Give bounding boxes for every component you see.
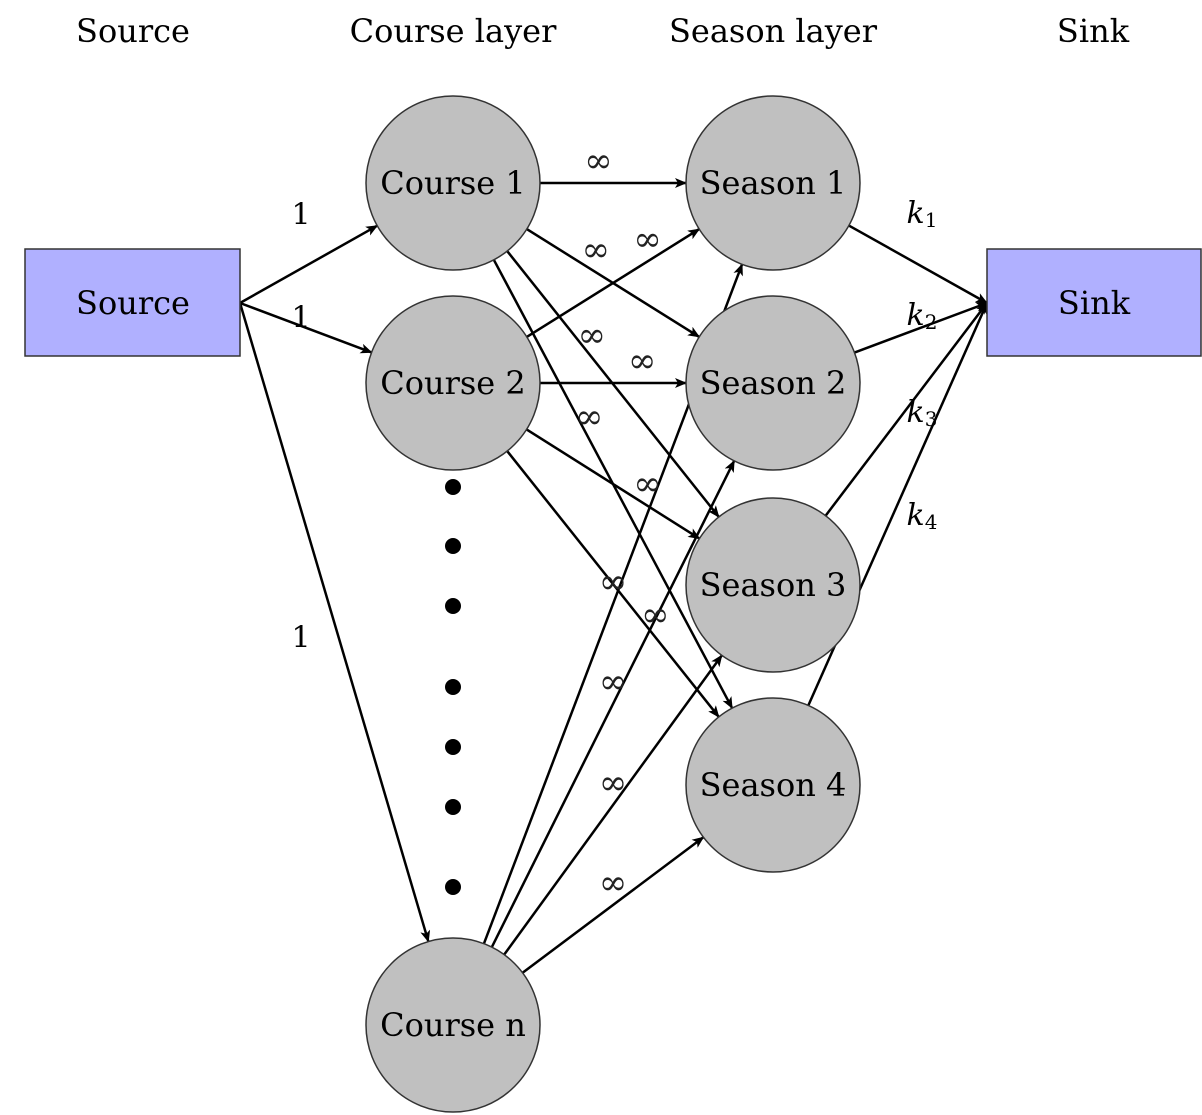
node-s2 — [685, 295, 861, 471]
source-node — [24, 248, 241, 357]
capacity-label-c2-s3: ∞ — [633, 464, 661, 504]
header-sink: Sink — [1056, 12, 1130, 50]
node-s4 — [685, 697, 861, 873]
capacity-label-c1-s2: ∞ — [582, 230, 610, 270]
node-c1 — [365, 95, 541, 271]
capacity-label-source-cn: 1 — [291, 621, 310, 656]
edge-cn-s2 — [490, 459, 736, 948]
node-cn — [365, 937, 541, 1113]
ellipsis-dot — [445, 879, 461, 895]
node-s1 — [685, 95, 861, 271]
node-label-c2: Course 2 — [380, 364, 526, 402]
ellipsis-dot — [445, 739, 461, 755]
capacity-label-s3-sink: k3 — [907, 395, 938, 432]
node-label-cn: Course n — [380, 1006, 526, 1044]
ellipsis-dot — [445, 679, 461, 695]
header-course-layer: Course layer — [349, 12, 557, 50]
node-label-c1: Course 1 — [380, 164, 526, 202]
capacity-label-cn-s4: ∞ — [599, 863, 627, 903]
capacity-label-s1-sink: k1 — [907, 196, 938, 233]
capacity-label-c1-s1: ∞ — [584, 141, 612, 181]
header-season-layer: Season layer — [668, 12, 878, 50]
capacity-label-c2-s1: ∞ — [633, 219, 661, 259]
capacity-label-s2-sink: k2 — [907, 298, 938, 335]
edge-source-c2 — [239, 301, 373, 354]
node-label-s1: Season 1 — [700, 164, 847, 202]
source-node-label: Source — [76, 284, 190, 322]
edge-source-cn — [238, 302, 431, 943]
edge-s2-sink — [854, 301, 988, 354]
node-c2 — [365, 295, 541, 471]
edge-s1-sink — [848, 224, 988, 305]
capacity-label-cn-s3: ∞ — [599, 763, 627, 803]
sink-node-label: Sink — [1058, 284, 1131, 322]
capacity-label-source-c1: 1 — [291, 198, 310, 233]
capacity-label-source-c2: 1 — [291, 301, 310, 336]
sink-node — [986, 248, 1202, 357]
header-source: Source — [76, 12, 190, 50]
capacity-label-cn-s1: ∞ — [599, 562, 627, 602]
capacity-label-c1-s3: ∞ — [578, 315, 606, 355]
edge-c2-s3 — [525, 428, 701, 540]
ellipsis-dot — [445, 479, 461, 495]
capacity-label-c2-s2: ∞ — [628, 341, 656, 381]
edge-c2-s4 — [506, 450, 720, 718]
edge-s3-sink — [824, 302, 988, 517]
edge-cn-s3 — [503, 654, 723, 956]
ellipsis-dot — [445, 538, 461, 554]
edge-source-c1 — [239, 224, 379, 305]
ellipsis-dot — [445, 799, 461, 815]
edge-cn-s4 — [521, 836, 705, 974]
edge-c2-s1 — [526, 228, 701, 338]
ellipsis-dot — [445, 598, 461, 614]
node-s3 — [685, 497, 861, 673]
capacity-label-cn-s2: ∞ — [599, 662, 627, 702]
node-label-s4: Season 4 — [700, 766, 847, 804]
node-label-s2: Season 2 — [700, 364, 847, 402]
node-label-s3: Season 3 — [700, 566, 847, 604]
capacity-label-s4-sink: k4 — [907, 498, 938, 535]
capacity-label-c1-s4: ∞ — [575, 397, 603, 437]
capacity-label-c2-s4: ∞ — [641, 595, 669, 635]
